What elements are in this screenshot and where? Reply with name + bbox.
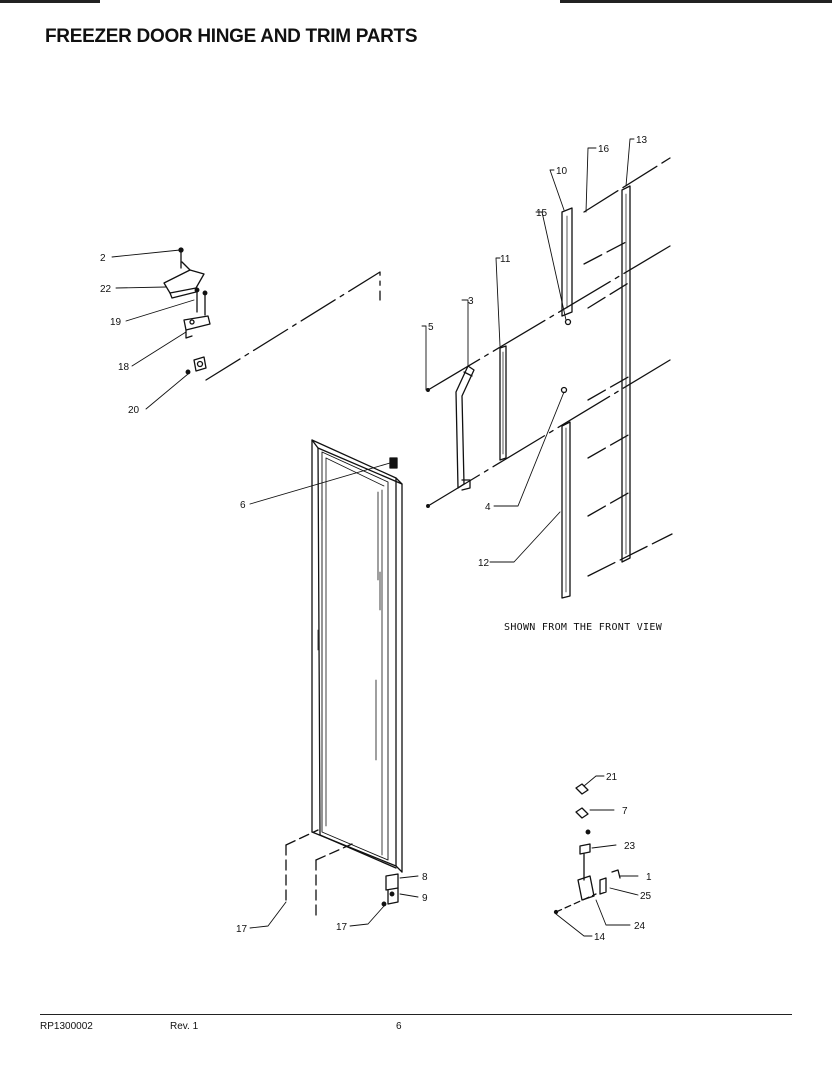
upper-hinge-assembly: [163, 247, 381, 381]
callout-4: 4: [485, 502, 491, 513]
callout-10: 10: [556, 166, 568, 177]
callout-24: 24: [634, 921, 646, 932]
top-rule-left: [0, 0, 100, 3]
handle-and-trim: [426, 157, 673, 599]
callout-14: 14: [594, 932, 606, 943]
callout-15: 15: [536, 208, 548, 219]
callout-19: 19: [110, 317, 122, 328]
page-footer: RP1300002 Rev. 1 6: [40, 1014, 792, 1035]
callout-6: 6: [240, 500, 246, 511]
callout-numbers: 2 22 19 18 20 6 5 3 11 4 12 15 10 16 13 …: [100, 135, 652, 943]
callout-23: 23: [624, 841, 636, 852]
callout-18: 18: [118, 362, 130, 373]
hinge-bushing: [193, 356, 207, 372]
callout-9: 9: [422, 893, 428, 904]
callout-17-right: 17: [336, 922, 348, 933]
callout-25: 25: [640, 891, 652, 902]
hinge-cover: [163, 269, 205, 294]
callout-20: 20: [128, 405, 140, 416]
callout-13: 13: [636, 135, 648, 146]
top-rule-right: [560, 0, 832, 3]
lower-hinge-assembly: [553, 783, 621, 915]
callout-2: 2: [100, 253, 106, 264]
view-note: SHOWN FROM THE FRONT VIEW: [504, 622, 663, 633]
page-number: 6: [396, 1021, 402, 1032]
callout-11: 11: [500, 254, 511, 265]
callout-21: 21: [606, 772, 618, 783]
page-title: FREEZER DOOR HINGE AND TRIM PARTS: [45, 26, 418, 47]
callout-22: 22: [100, 284, 112, 295]
upper-hinge-bracket: [183, 315, 211, 331]
revision: Rev. 1: [170, 1021, 199, 1032]
callout-3: 3: [468, 296, 474, 307]
leader-lines: [111, 138, 639, 937]
freezer-door: [285, 439, 403, 916]
callout-12: 12: [478, 558, 490, 569]
document-code: RP1300002: [40, 1021, 93, 1032]
callout-7: 7: [622, 806, 628, 817]
callout-5: 5: [428, 322, 434, 333]
callout-8: 8: [422, 872, 428, 883]
callout-17-left: 17: [236, 924, 248, 935]
callout-16: 16: [598, 144, 610, 155]
callout-1: 1: [646, 872, 652, 883]
